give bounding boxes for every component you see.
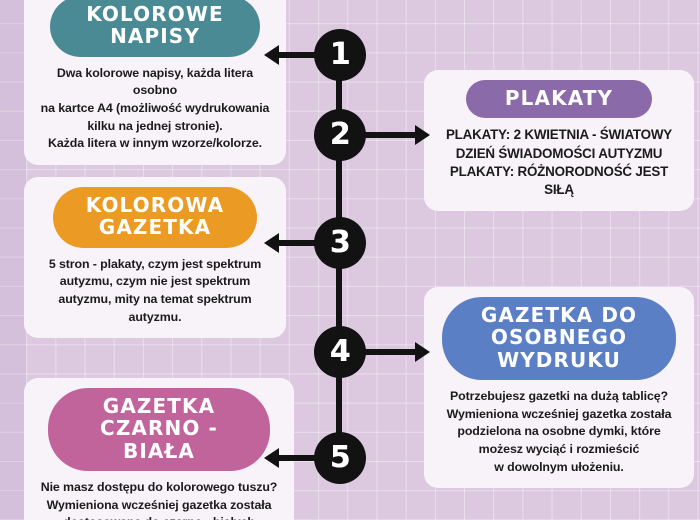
card-kolorowe-napisy[interactable]: KOLOROWE NAPISY Dwa kolorowe napisy, każ… [24,0,286,165]
connector-arrow-3 [264,233,322,253]
card-body-gazetka-do-osobnego-wydruku: Potrzebujesz gazetki na dużą tablicę? Wy… [446,389,672,474]
grid-left-margin-shade [0,0,26,520]
timeline-node-3[interactable]: 3 [314,217,366,269]
connector-arrow-2 [358,125,430,145]
connector-arrow-1 [264,45,322,65]
timeline-node-5[interactable]: 5 [314,432,366,484]
card-body-kolorowa-gazetka: 5 stron - plakaty, czym jest spektrum au… [48,256,262,324]
connector-arrow-5 [264,448,322,468]
card-title-gazetka-czarno-biala: GAZETKA CZARNO - BIAŁA [48,388,270,472]
card-kolorowa-gazetka[interactable]: KOLOROWA GAZETKA 5 stron - plakaty, czym… [24,177,286,339]
card-gazetka-czarno-biala[interactable]: GAZETKA CZARNO - BIAŁA Nie masz dostępu … [24,378,294,520]
card-body-plakaty: PLAKATY: 2 KWIETNIA - ŚWIATOWY DZIEŃ ŚWI… [445,127,673,198]
connector-arrow-4 [358,342,430,362]
card-gazetka-do-osobnego-wydruku[interactable]: GAZETKA DO OSOBNEGO WYDRUKU Potrzebujesz… [424,287,694,489]
card-title-kolorowa-gazetka: KOLOROWA GAZETKA [52,187,258,248]
timeline-node-2[interactable]: 2 [314,109,366,161]
card-plakaty[interactable]: PLAKATY PLAKATY: 2 KWIETNIA - ŚWIATOWY D… [424,70,694,212]
timeline-node-4[interactable]: 4 [314,326,366,378]
card-title-kolorowe-napisy: KOLOROWE NAPISY [50,0,260,57]
card-title-gazetka-do-osobnego-wydruku: GAZETKA DO OSOBNEGO WYDRUKU [442,297,676,381]
card-title-plakaty: PLAKATY [465,80,653,119]
card-body-gazetka-czarno-biala: Nie masz dostępu do kolorowego tuszu? Wy… [40,480,278,520]
timeline-node-1[interactable]: 1 [314,29,366,81]
card-body-kolorowe-napisy: Dwa kolorowe napisy, każda litera osobno… [40,65,270,151]
